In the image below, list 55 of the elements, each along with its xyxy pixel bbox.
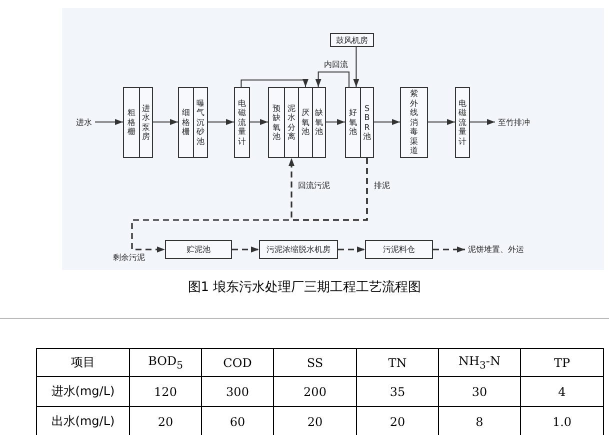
row-header-cell: 进水(mg/L) [36,376,130,406]
arrow [208,119,234,125]
edge-label: 剩余污泥 [112,252,146,263]
note-label: 排泥 [373,180,391,191]
process-box: SBR池 [360,87,374,158]
header-cell: TP [520,348,604,376]
flow-text: 泥饼堆置、外运 [468,244,524,255]
header-cell: BOD$_{5}$ [130,348,202,376]
table-cell: 35 [356,376,438,406]
process-box: 缺氧池 [312,87,326,158]
process-box: 鼓风机房 [330,33,374,47]
flow-text: 进水 [76,117,92,128]
figure-caption: 图1 埌东污水处理厂三期工程工艺流程图 [188,280,422,295]
arrow [240,79,308,88]
process-box: 进水泵房 [139,87,153,158]
flow-text: 至竹排冲 [498,117,530,128]
process-box: 细格栅 [178,87,194,158]
process-box: 泥水分离 [284,87,299,158]
edge-label: 回流污泥 [297,180,331,191]
table-cell: 200 [274,376,356,406]
table-cell: 300 [202,376,274,406]
table-cell: 30 [438,376,520,406]
process-box: 曝气沉砂池 [193,87,208,158]
header-cell: NH$_{3}$-N [438,348,520,376]
process-box: 贮泥池 [165,240,232,259]
table-cell: 120 [130,376,202,406]
arrow [131,158,368,252]
arrow [250,119,268,125]
arrow [470,119,496,125]
process-box: 好氧池 [345,87,361,158]
row-header-cell: 出水(mg/L) [36,406,130,435]
process-box: 预缺氧池 [268,87,285,158]
arrow [428,119,456,125]
arrow [152,119,178,125]
process-box: 电磁流量计 [455,87,470,158]
arrow [353,46,360,88]
header-cell: 项目 [36,348,130,376]
process-box: 污泥料仓 [365,240,433,259]
process-box: 电磁流量计 [234,87,250,158]
header-cell: TN [356,348,438,376]
arrow [315,72,350,88]
process-box: 污泥浓缩脱水机房 [259,240,338,259]
process-box: 紫外线消毒渠道 [400,87,428,158]
edge-label: 内回流 [323,59,349,70]
arrow [374,119,400,125]
header-cell: SS [274,348,356,376]
process-box: 粗格栅 [123,87,140,158]
arrow [232,246,259,252]
table-cell: 4 [520,376,604,406]
arrow [94,119,124,125]
process-box: 厌氧池 [298,87,313,158]
header-cell: COD [202,348,274,376]
arrow [433,246,465,252]
arrow [338,246,365,252]
arrow [326,119,346,125]
